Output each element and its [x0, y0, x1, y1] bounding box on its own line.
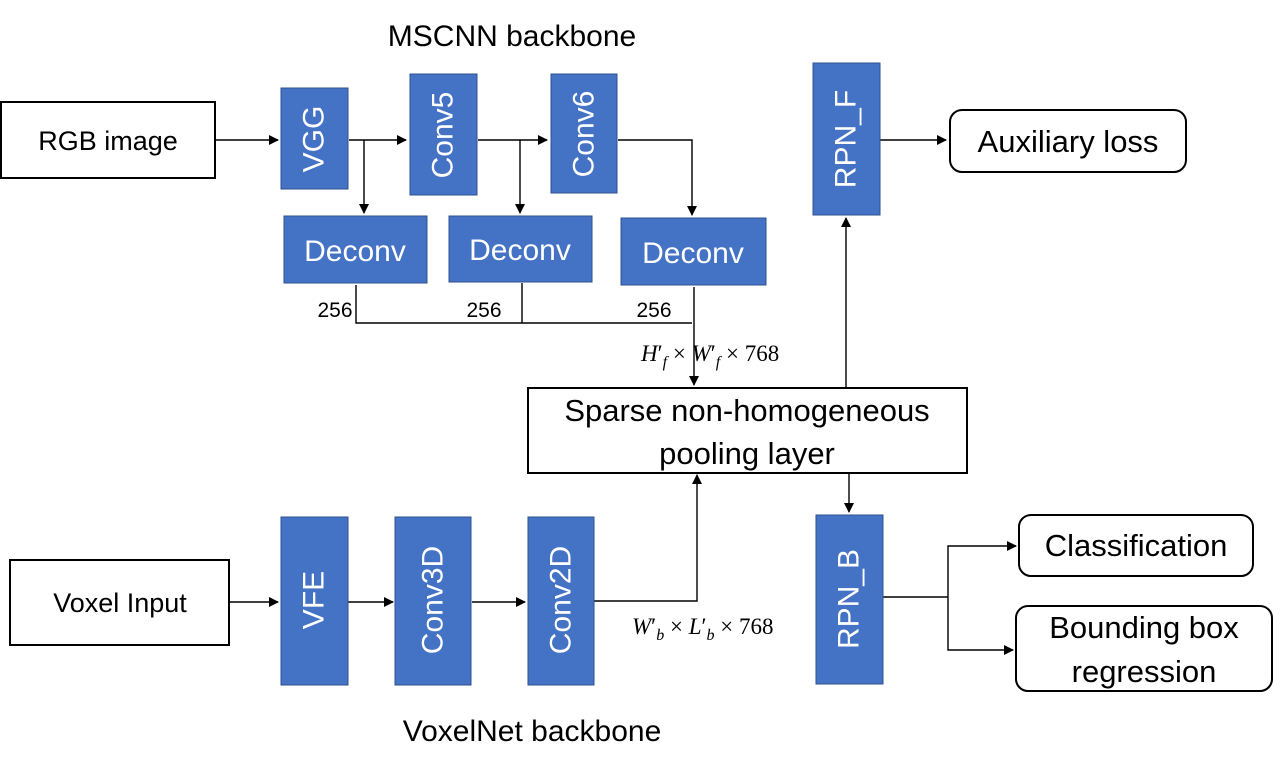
voxel-feature-dimension: W′b × L′b × 768	[632, 614, 774, 644]
sparse-pooling-layer-node: Sparse non-homogeneous pooling layer	[527, 387, 968, 474]
rpn-f-label: RPN_F	[830, 90, 863, 188]
deconv-label-1: Deconv	[304, 235, 406, 268]
rgb-image-node: RGB image	[0, 101, 216, 179]
vfe-label: VFE	[298, 571, 331, 629]
deconv-block-3: Deconv	[620, 217, 767, 286]
pooling-label-line-2: pooling layer	[659, 436, 835, 471]
pooling-label-line-1: Sparse non-homogeneous	[564, 393, 929, 428]
rpn-b-block: RPN_B	[815, 514, 884, 685]
conv2d-block: Conv2D	[527, 516, 595, 686]
arrow-conv6-to-deconv-3	[618, 139, 697, 216]
arrow-conv2d-to-pooling	[594, 474, 702, 602]
deconv-block-2: Deconv	[448, 215, 593, 283]
classification-label: Classification	[1045, 528, 1228, 563]
auxiliary-loss-label: Auxiliary loss	[978, 124, 1159, 159]
rgb-image-label: RGB image	[38, 126, 178, 156]
line-deconv-1-to-merge	[355, 285, 692, 324]
deconv-label-2: Deconv	[469, 234, 571, 267]
conv6-block: Conv6	[550, 73, 618, 194]
conv2d-label: Conv2D	[545, 546, 578, 654]
bbox-label-line-2: regression	[1072, 654, 1217, 689]
conv5-block: Conv5	[409, 73, 478, 196]
conv6-label: Conv6	[568, 91, 601, 178]
image-feature-dimension: H′f × W′f × 768	[640, 341, 779, 371]
conv5-label: Conv5	[427, 92, 460, 179]
deconv-block-1: Deconv	[283, 215, 428, 284]
vgg-block: VGG	[280, 87, 349, 190]
deconv-label-3: Deconv	[642, 237, 744, 270]
classification-node: Classification	[1018, 514, 1254, 577]
arrow-rpn-b-to-classification	[947, 541, 1017, 597]
vfe-block: VFE	[280, 516, 349, 686]
deconv-channels-3: 256	[636, 299, 671, 322]
voxelnet-backbone-title: VoxelNet backbone	[403, 715, 662, 748]
vgg-label: VGG	[298, 106, 331, 173]
rpn-f-block: RPN_F	[812, 62, 881, 216]
voxel-input-node: Voxel Input	[9, 559, 230, 646]
bounding-box-regression-node: Bounding box regression	[1015, 605, 1273, 692]
deconv-channels-2: 256	[466, 299, 501, 322]
rpn-b-label: RPN_B	[833, 549, 866, 649]
deconv-channels-1: 256	[317, 299, 352, 322]
conv3d-block: Conv3D	[394, 516, 472, 686]
bbox-label-line-1: Bounding box	[1049, 610, 1239, 645]
auxiliary-loss-node: Auxiliary loss	[949, 109, 1187, 173]
connectors	[216, 135, 1017, 655]
arrow-rpn-b-to-bbox	[947, 597, 1014, 655]
conv3d-label: Conv3D	[417, 546, 450, 654]
mscnn-backbone-title: MSCNN backbone	[388, 20, 636, 53]
voxel-input-label: Voxel Input	[53, 588, 187, 618]
